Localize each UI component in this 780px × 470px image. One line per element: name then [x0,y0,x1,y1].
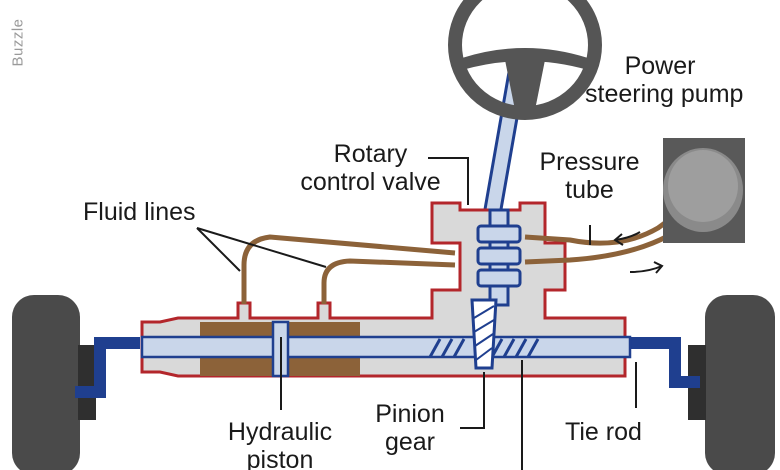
left-tire [12,295,96,470]
valve-shaft [476,208,522,307]
label-pressure-tube-line2: tube [565,176,614,204]
right-tie-rod [625,337,700,388]
label-pinion-gear: Pinion gear [360,400,460,456]
label-pressure-tube-line1: Pressure [539,148,640,176]
label-hydraulic-piston: Hydraulic piston [205,418,355,470]
label-rotary-control-valve: Rotary control valve [278,140,463,196]
label-power-steering-pump-line2: steering pump [585,80,744,108]
label-pinion-gear-line1: Pinion [375,400,445,428]
label-rotary-control-valve-line1: Rotary [333,140,408,168]
leader-lines [196,157,637,470]
pinion-gear-shape [470,298,498,370]
label-hydraulic-piston-line2: piston [246,446,314,470]
label-power-steering-pump: Power steering pump [585,52,744,108]
rack-teeth [428,338,540,358]
right-tire [688,295,775,470]
label-fluid-lines: Fluid lines [83,198,196,226]
label-hydraulic-piston-line1: Hydraulic [227,418,333,446]
label-rotary-control-valve-line2: control valve [300,168,441,196]
label-pinion-gear-line2: gear [384,428,436,456]
flow-arrows [613,231,664,274]
label-power-steering-pump-line1: Power [624,52,696,80]
label-pressure-tube: Pressure tube [522,148,657,204]
power-steering-pump [663,138,745,243]
steering-wheel [448,0,602,120]
left-tie-rod [75,337,140,398]
label-tie-rod: Tie rod [565,418,642,446]
watermark: Buzzle [9,18,27,67]
rack-bar [140,335,632,359]
